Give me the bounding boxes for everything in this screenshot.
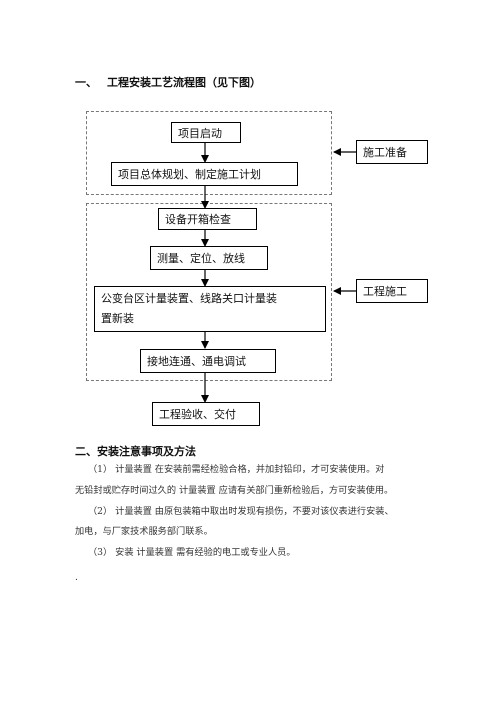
section-2-title: 二、安装注意事项及方法 xyxy=(75,445,196,458)
note-1-line-2: 无铅封或贮存时间过久的 计量装置 应请有关部门重新检验后，方可安装使用。 xyxy=(75,485,394,496)
flow-box-accept-text: 工程验收、交付 xyxy=(159,408,236,421)
flow-box-unbox-text: 设备开箱检查 xyxy=(165,213,231,226)
prep-group-border xyxy=(86,111,332,195)
label-construction-prep-text: 施工准备 xyxy=(363,146,407,159)
flow-box-measure-text: 测量、定位、放线 xyxy=(157,252,245,265)
flow-box-plan-text: 项目总体规划、制定施工计划 xyxy=(118,168,261,181)
flow-box-plan: 项目总体规划、制定施工计划 xyxy=(111,162,298,186)
flow-box-measure: 测量、定位、放线 xyxy=(150,246,268,270)
flow-box-start-text: 项目启动 xyxy=(178,126,222,140)
section-1-number: 一、 xyxy=(75,76,97,89)
flow-box-ground-text: 接地连通、通电调试 xyxy=(147,355,246,368)
flow-box-install: 公变台区计量装置、线路关口计量装 置新装 xyxy=(94,286,326,332)
note-1-line-1: （1） 计量装置 在安装前需经检验合格，并加封铅印，才可安装使用。对 xyxy=(88,464,385,475)
construction-group-border xyxy=(86,203,332,381)
trailing-dot: . xyxy=(75,572,78,583)
flow-box-ground: 接地连通、通电调试 xyxy=(140,349,276,373)
label-construction: 工程施工 xyxy=(356,279,428,303)
note-3-line-1: （3） 安装 计量装置 需有经验的电工或专业人员。 xyxy=(88,547,296,558)
flow-box-install-line-2: 置新装 xyxy=(101,312,134,325)
flow-box-install-line-1: 公变台区计量装置、线路关口计量装 xyxy=(101,292,277,305)
note-2-line-2: 加电，与厂家技术服务部门联系。 xyxy=(75,526,213,537)
label-construction-prep: 施工准备 xyxy=(356,140,428,164)
flow-box-start: 项目启动 xyxy=(171,122,241,143)
section-1-title: 工程安装工艺流程图（见下图） xyxy=(107,76,261,89)
note-2-line-1: （2） 计量装置 由原包装箱中取出时发现有损伤，不要对该仪表进行安装、 xyxy=(88,506,394,517)
flow-box-accept: 工程验收、交付 xyxy=(152,402,260,426)
flow-box-unbox: 设备开箱检查 xyxy=(158,208,257,230)
label-construction-text: 工程施工 xyxy=(363,285,407,298)
